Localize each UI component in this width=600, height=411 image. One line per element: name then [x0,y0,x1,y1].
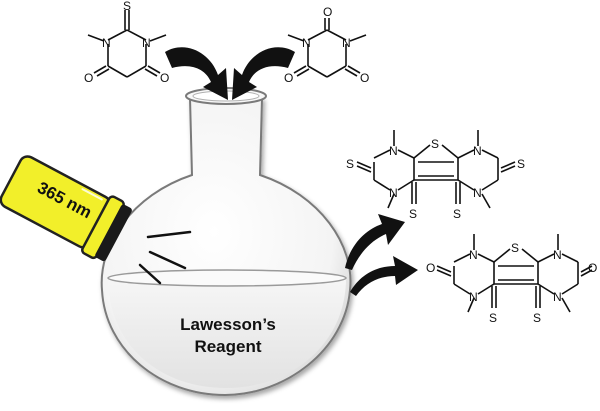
r1-atom-o-left: O [84,71,93,85]
arrow-to-product-1 [345,214,405,270]
p1-atom-n-3: N [473,144,482,158]
uv-lamp [0,155,132,262]
flask-label-line1: Lawesson’s [180,315,276,334]
product-2-dione-dithione [436,234,593,313]
p2-atom-o-2: O [588,261,597,275]
p1-atom-s-2: S [517,157,525,171]
p2-atom-n-4: N [553,290,562,304]
p1-atom-s-thiophene: S [431,137,439,151]
reactant-thiobarbituric-acid [87,10,167,78]
product-1-tetrathione [356,130,516,209]
light-rays [138,230,192,285]
r2-atom-n-left: N [302,36,311,50]
r2-atom-o-right: O [360,71,369,85]
flask-liquid [107,269,347,388]
reactant-barbituric-acid [287,18,367,78]
p2-atom-n-1: N [469,248,478,262]
p2-atom-s-1: S [489,311,497,325]
r1-atom-n-left: N [102,36,111,50]
p1-atom-s-1: S [346,157,354,171]
arrow-to-product-2 [350,256,418,296]
p2-atom-o-1: O [426,261,435,275]
p1-atom-n-4: N [473,186,482,200]
p2-atom-n-2: N [469,290,478,304]
p2-atom-s-2: S [533,311,541,325]
p2-atom-n-3: N [553,248,562,262]
p1-atom-n-1: N [389,144,398,158]
arrow-left-reagent-in [165,47,228,100]
r2-atom-o-top: O [323,5,332,19]
r1-atom-s: S [123,0,131,13]
r2-atom-o-left: O [284,71,293,85]
r1-atom-o-right: O [160,71,169,85]
p1-atom-n-2: N [389,186,398,200]
p2-atom-s-thiophene: S [511,241,519,255]
flask-label-line2: Reagent [194,337,261,356]
p1-atom-s-3: S [409,207,417,221]
p1-atom-s-4: S [453,207,461,221]
arrow-right-reagent-in [232,47,295,100]
r2-atom-n-right: N [342,36,351,50]
r1-atom-n-right: N [142,36,151,50]
